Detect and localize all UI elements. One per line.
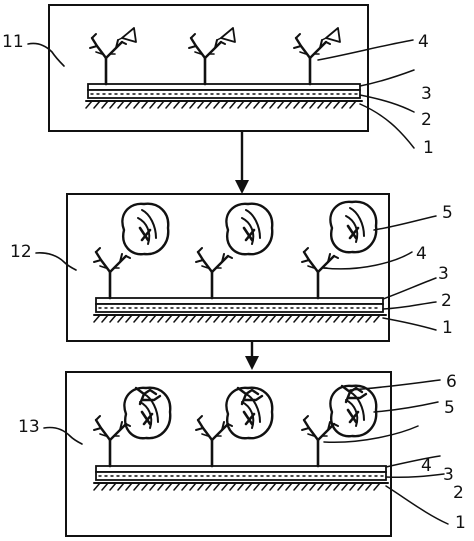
panel-11-leader-1 xyxy=(359,103,415,149)
panel-12-callout-4: 4 xyxy=(416,244,427,264)
panel-11-layer-3 xyxy=(87,83,361,91)
panel-11-leader-3 xyxy=(359,69,415,87)
panel-11-tag xyxy=(216,27,236,43)
panel-12-label: 12 xyxy=(10,242,32,262)
arrow-12-to-13 xyxy=(245,340,259,370)
panel-11-tag xyxy=(321,27,341,43)
panel-13-leader-1 xyxy=(385,485,449,525)
panel-13-leader-2 xyxy=(385,473,445,478)
arrow-11-to-12 xyxy=(235,130,249,194)
panel-12-antibody xyxy=(194,246,234,300)
panel-13-callout-2: 2 xyxy=(453,483,464,503)
panel-13-leader-3 xyxy=(385,455,441,468)
panel-13-frame xyxy=(65,371,392,537)
panel-13-callout-6: 6 xyxy=(446,372,457,392)
panel-11: 11 4 3 2 1 xyxy=(2,4,434,158)
panel-12-antibody xyxy=(92,246,132,300)
panel-12-leader-2 xyxy=(382,301,437,310)
panel-11-callout-1: 1 xyxy=(423,138,434,158)
panel-12-leader-4 xyxy=(323,251,413,270)
panel-12: 12 5 4 3 2 1 xyxy=(10,193,453,342)
panel-11-leader-4 xyxy=(317,39,414,61)
panel-12-leader xyxy=(35,252,77,271)
panel-12-analyte xyxy=(225,202,274,256)
panel-13-hatching xyxy=(93,482,381,491)
panel-12-leader-5 xyxy=(373,215,437,231)
panel-13-layer-2 xyxy=(95,471,387,481)
panel-11-leader-2 xyxy=(359,94,415,113)
panel-11-antibody xyxy=(88,32,128,86)
panel-11-frame xyxy=(48,4,369,132)
panel-13-callout-4: 4 xyxy=(421,456,432,476)
panel-13-leader-5 xyxy=(373,401,439,413)
panel-13-leader-4 xyxy=(323,425,419,444)
panel-13-analyte xyxy=(123,386,172,440)
panel-11-hatching xyxy=(85,100,357,109)
panel-11-callout-2: 2 xyxy=(421,110,432,130)
panel-11-callout-4: 4 xyxy=(418,32,429,52)
panel-13-callout-3: 3 xyxy=(443,465,454,485)
panel-11-callout-3: 3 xyxy=(421,84,432,104)
panel-13-analyte xyxy=(329,384,378,438)
panel-12-antibody xyxy=(300,246,340,300)
panel-12-callout-1: 1 xyxy=(442,318,453,338)
panel-12-callout-5: 5 xyxy=(442,203,453,223)
panel-12-analyte xyxy=(121,202,170,256)
panel-11-label: 11 xyxy=(2,32,24,52)
panel-12-analyte xyxy=(329,200,378,254)
panel-13-leader-6 xyxy=(349,379,441,391)
panel-13-label: 13 xyxy=(18,417,40,437)
panel-12-leader-1 xyxy=(382,317,437,331)
panel-11-antibody xyxy=(187,32,227,86)
panel-13-analyte xyxy=(225,386,274,440)
panel-12-callout-2: 2 xyxy=(441,291,452,311)
panel-12-leader-3 xyxy=(382,277,437,300)
panel-11-tag xyxy=(117,27,137,43)
panel-12-callout-3: 3 xyxy=(438,264,449,284)
panel-12-frame xyxy=(66,193,390,342)
panel-13-callout-5: 5 xyxy=(444,398,455,418)
panel-13-leader xyxy=(43,426,83,445)
panel-12-hatching xyxy=(93,314,381,323)
panel-11-leader xyxy=(27,42,65,67)
panel-13-callout-1: 1 xyxy=(455,513,466,533)
panel-13: 13 6 5 4 3 2 1 xyxy=(18,371,466,537)
